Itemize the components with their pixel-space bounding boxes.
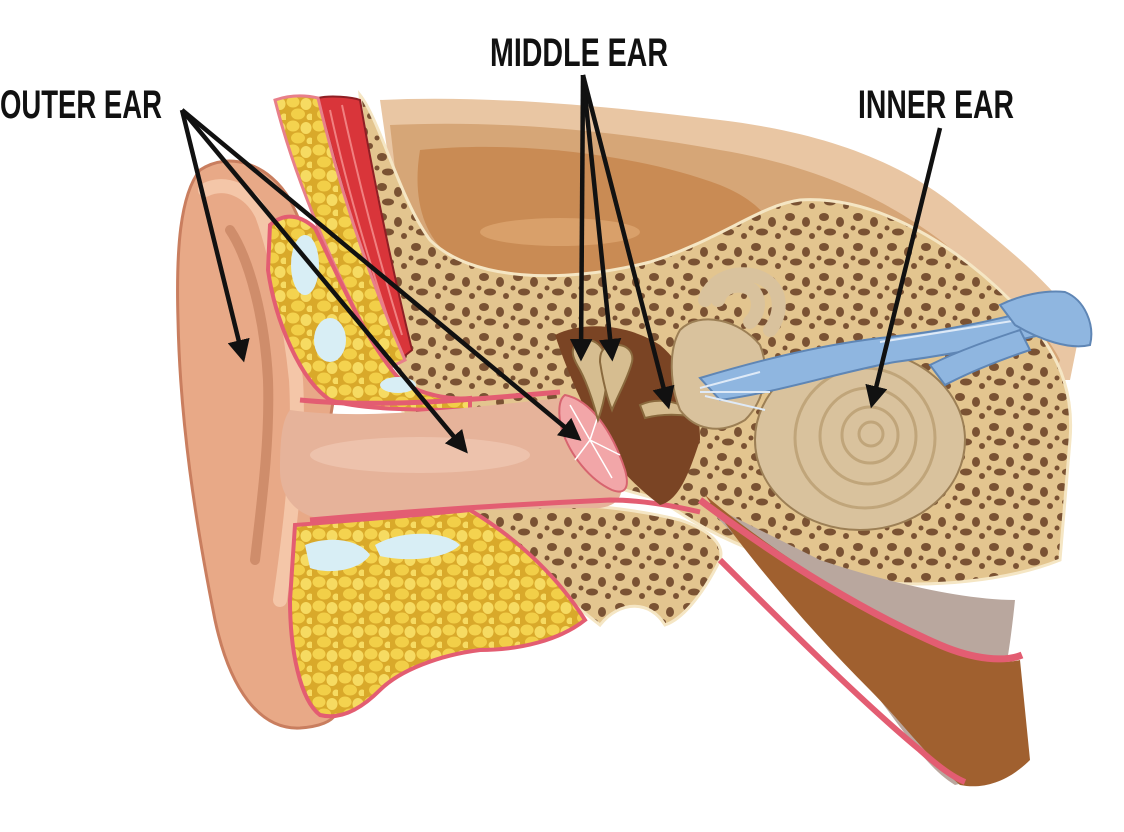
ear-canal-highlight [310, 437, 530, 473]
auditory-nerve-fibers [699, 314, 1051, 411]
inner-ear-pointer [865, 127, 943, 409]
vestibular-nerve [928, 328, 1032, 387]
outer-ear-arrow-pinna [179, 109, 250, 363]
outer-ear-arrow-eardrum [180, 108, 582, 441]
neck-membrane-pink-lower [717, 557, 967, 785]
outer-ear-label: OUTER EAR [0, 83, 162, 127]
outer-ear-arrow-canal [180, 108, 468, 454]
inner-ear-arrow-cochlea [865, 127, 943, 409]
middle-ear-arrow-incus [580, 74, 622, 362]
lower-temporal-bone [468, 501, 723, 628]
semicircular-canals [698, 267, 786, 337]
cochlea-coil-4 [857, 420, 885, 448]
pinna-inner-ridge [225, 225, 274, 565]
nerve-end-bundle [998, 290, 1093, 348]
muscle-striation [329, 104, 403, 336]
brain-highlight [480, 218, 640, 246]
upper-fat-highlight-2 [314, 318, 346, 362]
lower-fat-highlight [305, 533, 460, 572]
inner-ear-label: INNER EAR [858, 83, 1014, 127]
outer-ear-pointers [179, 108, 582, 454]
middle-ear-label: MIDDLE EAR [490, 31, 668, 75]
middle-ear-arrow-malleus [569, 74, 593, 362]
middle-ear-arrow-stapes [580, 74, 675, 410]
neck-membrane-pink [697, 497, 1024, 663]
neck-layer-brown [705, 495, 1030, 787]
middle-ear-pointers [569, 74, 675, 410]
lower-fat-block [287, 507, 588, 719]
